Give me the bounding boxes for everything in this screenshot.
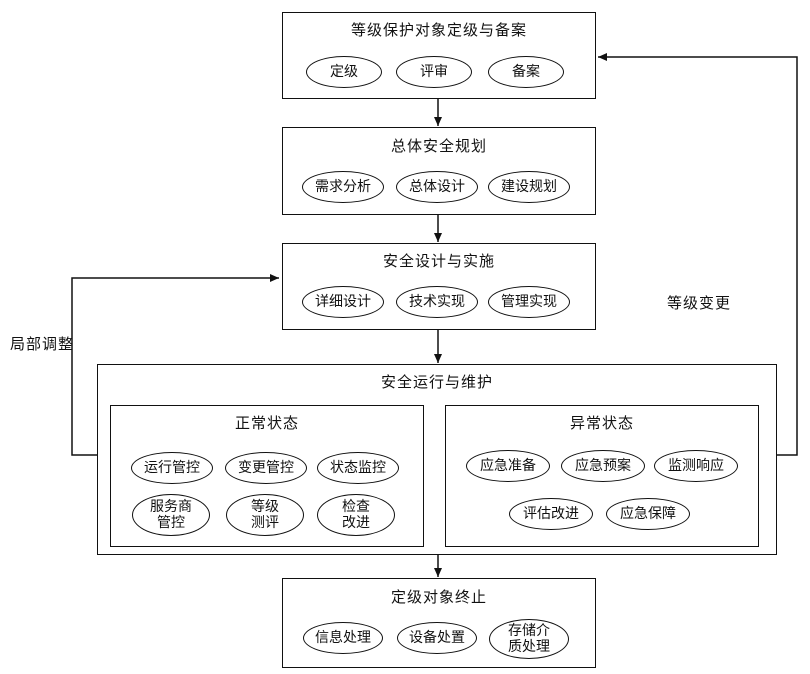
stage-planning-title: 总体安全规划 [390, 137, 487, 155]
oval-design-item-1: 详细设计 [302, 286, 384, 318]
oval-abnormal-item-4: 评估改进 [509, 498, 593, 530]
oval-grading-item-2: 评审 [396, 56, 472, 88]
oval-termination-item-1: 信息处理 [303, 622, 383, 654]
normal-state-title: 正常状态 [234, 414, 299, 432]
arrow-local-adjust-loop [71, 274, 279, 456]
stage-grading-title: 等级保护对象定级与备案 [350, 21, 527, 39]
oval-termination-item-3: 存储介 质处理 [489, 619, 569, 659]
oval-grading-item-1: 定级 [306, 56, 382, 88]
stage-planning-box: 总体安全规划 需求分析 总体设计 建设规划 [282, 127, 596, 215]
oval-abnormal-item-2: 应急预案 [561, 450, 645, 482]
oval-planning-item-2: 总体设计 [396, 171, 478, 203]
oval-normal-item-6: 检查 改进 [317, 494, 395, 536]
stage-design-box: 安全设计与实施 详细设计 技术实现 管理实现 [282, 243, 596, 330]
stage-design-title: 安全设计与实施 [382, 252, 495, 270]
stage-grading-box: 等级保护对象定级与备案 定级 评审 备案 [282, 12, 596, 99]
oval-abnormal-item-5: 应急保障 [606, 498, 690, 530]
oval-planning-item-3: 建设规划 [488, 171, 570, 203]
oval-termination-item-2: 设备处置 [397, 622, 477, 654]
oval-grading-item-3: 备案 [488, 56, 564, 88]
abnormal-state-box: 异常状态 应急准备 应急预案 监测响应 评估改进 应急保障 [445, 405, 759, 547]
arrow-level-change-loop [598, 53, 798, 456]
oval-planning-item-1: 需求分析 [302, 171, 384, 203]
oval-design-item-2: 技术实现 [396, 286, 478, 318]
local-adjust-label: 局部调整 [10, 335, 75, 353]
oval-abnormal-item-3: 监测响应 [654, 450, 738, 482]
oval-normal-item-2: 变更管控 [225, 452, 307, 484]
oval-normal-item-4: 服务商 管控 [132, 494, 210, 536]
stage-operation-title: 安全运行与维护 [380, 373, 493, 391]
stage-termination-box: 定级对象终止 信息处理 设备处置 存储介 质处理 [282, 578, 596, 668]
stage-termination-title: 定级对象终止 [390, 588, 487, 606]
stage-operation-box: 安全运行与维护 正常状态 运行管控 变更管控 状态监控 服务商 管控 等级 测评… [97, 364, 777, 555]
normal-state-box: 正常状态 运行管控 变更管控 状态监控 服务商 管控 等级 测评 检查 改进 [110, 405, 424, 547]
oval-normal-item-3: 状态监控 [317, 452, 399, 484]
oval-normal-item-5: 等级 测评 [226, 494, 304, 536]
level-change-label: 等级变更 [667, 294, 732, 312]
oval-abnormal-item-1: 应急准备 [466, 450, 550, 482]
oval-design-item-3: 管理实现 [488, 286, 570, 318]
oval-normal-item-1: 运行管控 [131, 452, 213, 484]
abnormal-state-title: 异常状态 [569, 414, 634, 432]
